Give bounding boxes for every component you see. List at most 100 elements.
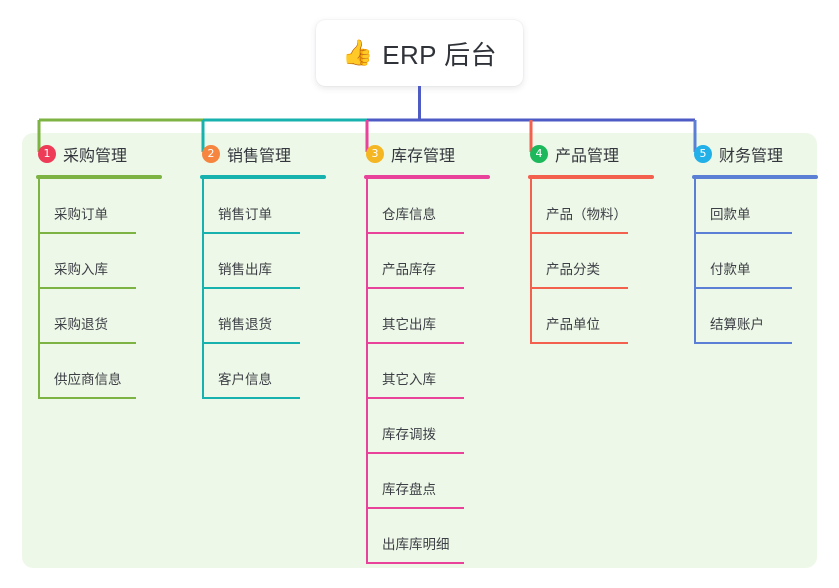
column-header-rule: [528, 175, 654, 179]
list-item[interactable]: 销售出库: [202, 234, 350, 289]
list-item[interactable]: 供应商信息: [38, 344, 186, 399]
column-spine: [530, 179, 532, 344]
column-header-1[interactable]: 1 采购管理: [22, 133, 186, 175]
column-header-rule: [36, 175, 162, 179]
column-3: 3 库存管理仓库信息产品库存其它出库其它入库库存调拨库存盘点出库库明细: [350, 133, 514, 564]
column-header-2[interactable]: 2 销售管理: [186, 133, 350, 175]
list-item[interactable]: 其它出库: [366, 289, 514, 344]
column-items: 回款单付款单结算账户: [694, 179, 839, 344]
list-item-rule: [38, 397, 136, 399]
list-item-rule: [694, 287, 792, 289]
column-items: 仓库信息产品库存其它出库其它入库库存调拨库存盘点出库库明细: [366, 179, 514, 564]
root-node-card[interactable]: 👍 ERP 后台: [316, 20, 523, 86]
list-item-rule: [202, 342, 300, 344]
column-title: 采购管理: [63, 148, 128, 165]
list-item-label: 产品（物料）: [546, 207, 627, 222]
list-item[interactable]: 销售订单: [202, 179, 350, 234]
list-item-label: 结算账户: [710, 317, 764, 332]
list-item[interactable]: 客户信息: [202, 344, 350, 399]
list-item[interactable]: 库存调拨: [366, 399, 514, 454]
column-header-rule: [364, 175, 490, 179]
list-item-rule: [694, 232, 792, 234]
column-title: 产品管理: [555, 148, 620, 165]
column-spine: [694, 179, 696, 344]
column-title: 销售管理: [227, 148, 292, 165]
list-item[interactable]: 产品（物料）: [530, 179, 678, 234]
list-item-rule: [694, 342, 792, 344]
column-items: 采购订单采购入库采购退货供应商信息: [38, 179, 186, 399]
list-item-label: 回款单: [710, 207, 751, 222]
list-item-rule: [366, 562, 464, 564]
list-item-label: 产品分类: [546, 262, 600, 277]
list-item[interactable]: 出库库明细: [366, 509, 514, 564]
column-title: 库存管理: [391, 148, 456, 165]
list-item-rule: [366, 232, 464, 234]
column-items: 销售订单销售出库销售退货客户信息: [202, 179, 350, 399]
list-item[interactable]: 回款单: [694, 179, 839, 234]
diagram-panel: [22, 133, 817, 568]
list-item-rule: [366, 452, 464, 454]
list-item[interactable]: 销售退货: [202, 289, 350, 344]
column-5: 5 财务管理回款单付款单结算账户: [678, 133, 839, 344]
list-item-label: 产品库存: [382, 262, 436, 277]
list-item[interactable]: 采购订单: [38, 179, 186, 234]
list-item[interactable]: 结算账户: [694, 289, 839, 344]
list-item-rule: [202, 397, 300, 399]
column-header-5[interactable]: 5 财务管理: [678, 133, 839, 175]
list-item-rule: [38, 342, 136, 344]
list-item-label: 其它入库: [382, 372, 436, 387]
column-number-badge: 3: [366, 145, 384, 163]
list-item-rule: [38, 287, 136, 289]
list-item-label: 仓库信息: [382, 207, 436, 222]
list-item-rule: [366, 287, 464, 289]
list-item-label: 付款单: [710, 262, 751, 277]
list-item[interactable]: 采购入库: [38, 234, 186, 289]
list-item-rule: [366, 507, 464, 509]
list-item[interactable]: 其它入库: [366, 344, 514, 399]
column-number-badge: 1: [38, 145, 56, 163]
column-number-badge: 5: [694, 145, 712, 163]
list-item-label: 供应商信息: [54, 372, 122, 387]
list-item-label: 产品单位: [546, 317, 600, 332]
list-item-rule: [38, 232, 136, 234]
list-item-rule: [530, 287, 628, 289]
list-item[interactable]: 产品单位: [530, 289, 678, 344]
column-1: 1 采购管理采购订单采购入库采购退货供应商信息: [22, 133, 186, 399]
column-title: 财务管理: [719, 148, 784, 165]
list-item[interactable]: 产品分类: [530, 234, 678, 289]
root-node-label: ERP 后台: [382, 39, 497, 70]
list-item-label: 出库库明细: [382, 537, 450, 552]
list-item-label: 客户信息: [218, 372, 272, 387]
list-item[interactable]: 采购退货: [38, 289, 186, 344]
list-item-rule: [530, 342, 628, 344]
list-item-label: 库存调拨: [382, 427, 436, 442]
list-item[interactable]: 产品库存: [366, 234, 514, 289]
column-spine: [202, 179, 204, 399]
column-4: 4 产品管理产品（物料） 产品分类产品单位: [514, 133, 678, 344]
list-item[interactable]: 库存盘点: [366, 454, 514, 509]
list-item-rule: [530, 232, 628, 234]
column-header-4[interactable]: 4 产品管理: [514, 133, 678, 175]
list-item-label: 销售订单: [218, 207, 272, 222]
column-number-badge: 2: [202, 145, 220, 163]
column-items: 产品（物料） 产品分类产品单位: [530, 179, 678, 344]
list-item-label: 库存盘点: [382, 482, 436, 497]
column-spine: [366, 179, 368, 564]
list-item-rule: [202, 287, 300, 289]
list-item-label: 采购入库: [54, 262, 108, 277]
list-item[interactable]: 付款单: [694, 234, 839, 289]
column-2: 2 销售管理销售订单销售出库销售退货客户信息: [186, 133, 350, 399]
column-spine: [38, 179, 40, 399]
list-item[interactable]: 仓库信息: [366, 179, 514, 234]
column-number-badge: 4: [530, 145, 548, 163]
list-item-label: 销售出库: [218, 262, 272, 277]
list-item-label: 采购退货: [54, 317, 108, 332]
column-header-rule: [692, 175, 818, 179]
thumbs-up-icon: 👍: [342, 38, 374, 67]
list-item-rule: [202, 232, 300, 234]
list-item-label: 销售退货: [218, 317, 272, 332]
column-header-rule: [200, 175, 326, 179]
list-item-rule: [366, 397, 464, 399]
column-header-3[interactable]: 3 库存管理: [350, 133, 514, 175]
list-item-label: 采购订单: [54, 207, 108, 222]
